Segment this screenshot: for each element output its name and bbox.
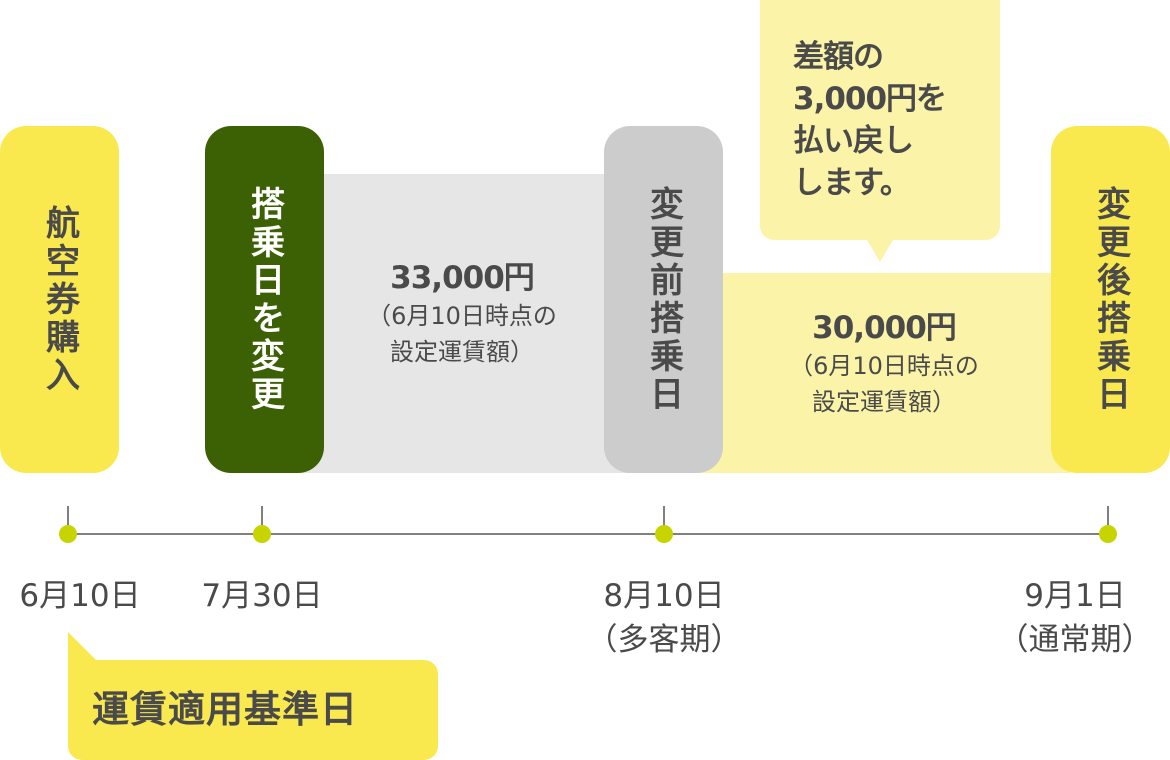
timeline-period: （多客期） [586, 622, 742, 658]
card-new-boarding-date: 変更後搭乗日 [1051, 126, 1170, 473]
timeline-dot-icon [655, 525, 673, 543]
timeline-dot-icon [1099, 525, 1117, 543]
timeline-point-1: 6月10日 [0, 574, 160, 618]
timeline-date: 7月30日 [201, 578, 323, 614]
fare-basis-date-callout: 運賃適用基準日 [68, 632, 438, 760]
timeline-tick [261, 506, 263, 534]
fare-after-note-1: （6月10日時点の [789, 352, 979, 380]
card-label: 変更前搭乗日 [643, 185, 684, 414]
timeline-point-2: 7月30日 [182, 574, 342, 618]
timeline-period: （通常期） [997, 622, 1153, 658]
card-ticket-purchase: 航空券購入 [0, 126, 119, 473]
fare-after: 30,000円 （6月10日時点の 設定運賃額） [752, 308, 1016, 420]
timeline-dot-icon [253, 525, 271, 543]
fare-band-after [700, 273, 1070, 473]
fare-after-note-2: 設定運賃額） [812, 388, 956, 416]
timeline-date: 8月10日 [603, 578, 725, 614]
timeline-date: 6月10日 [19, 578, 141, 614]
fare-before-amount: 33,000円 [390, 260, 535, 296]
refund-callout: 差額の 3,000円を 払い戻し します。 [760, 0, 1000, 262]
fare-before-note-1: （6月10日時点の [367, 302, 557, 330]
timeline-tick [663, 506, 665, 534]
timeline-date: 9月1日 [1024, 578, 1126, 614]
card-label: 航空券購入 [39, 204, 80, 395]
timeline-axis [68, 533, 1108, 535]
fare-basis-date-label: 運賃適用基準日 [92, 688, 358, 731]
card-label: 変更後搭乗日 [1090, 185, 1131, 414]
fare-after-amount: 30,000円 [812, 310, 957, 346]
fare-before: 33,000円 （6月10日時点の 設定運賃額） [330, 258, 594, 370]
timeline-point-3: 8月10日 （多客期） [574, 574, 754, 662]
timeline-point-4: 9月1日 （通常期） [980, 574, 1170, 662]
refund-callout-text: 差額の 3,000円を 払い戻し します。 [793, 39, 947, 201]
timeline-dot-icon [59, 525, 77, 543]
card-label: 搭乗日を変更 [244, 185, 285, 414]
card-original-boarding-date: 変更前搭乗日 [604, 126, 723, 473]
timeline-tick [1107, 506, 1109, 534]
fare-before-note-2: 設定運賃額） [390, 338, 534, 366]
card-change-boarding-date: 搭乗日を変更 [205, 126, 324, 473]
timeline-tick [67, 506, 69, 534]
fare-band-before [300, 174, 630, 473]
